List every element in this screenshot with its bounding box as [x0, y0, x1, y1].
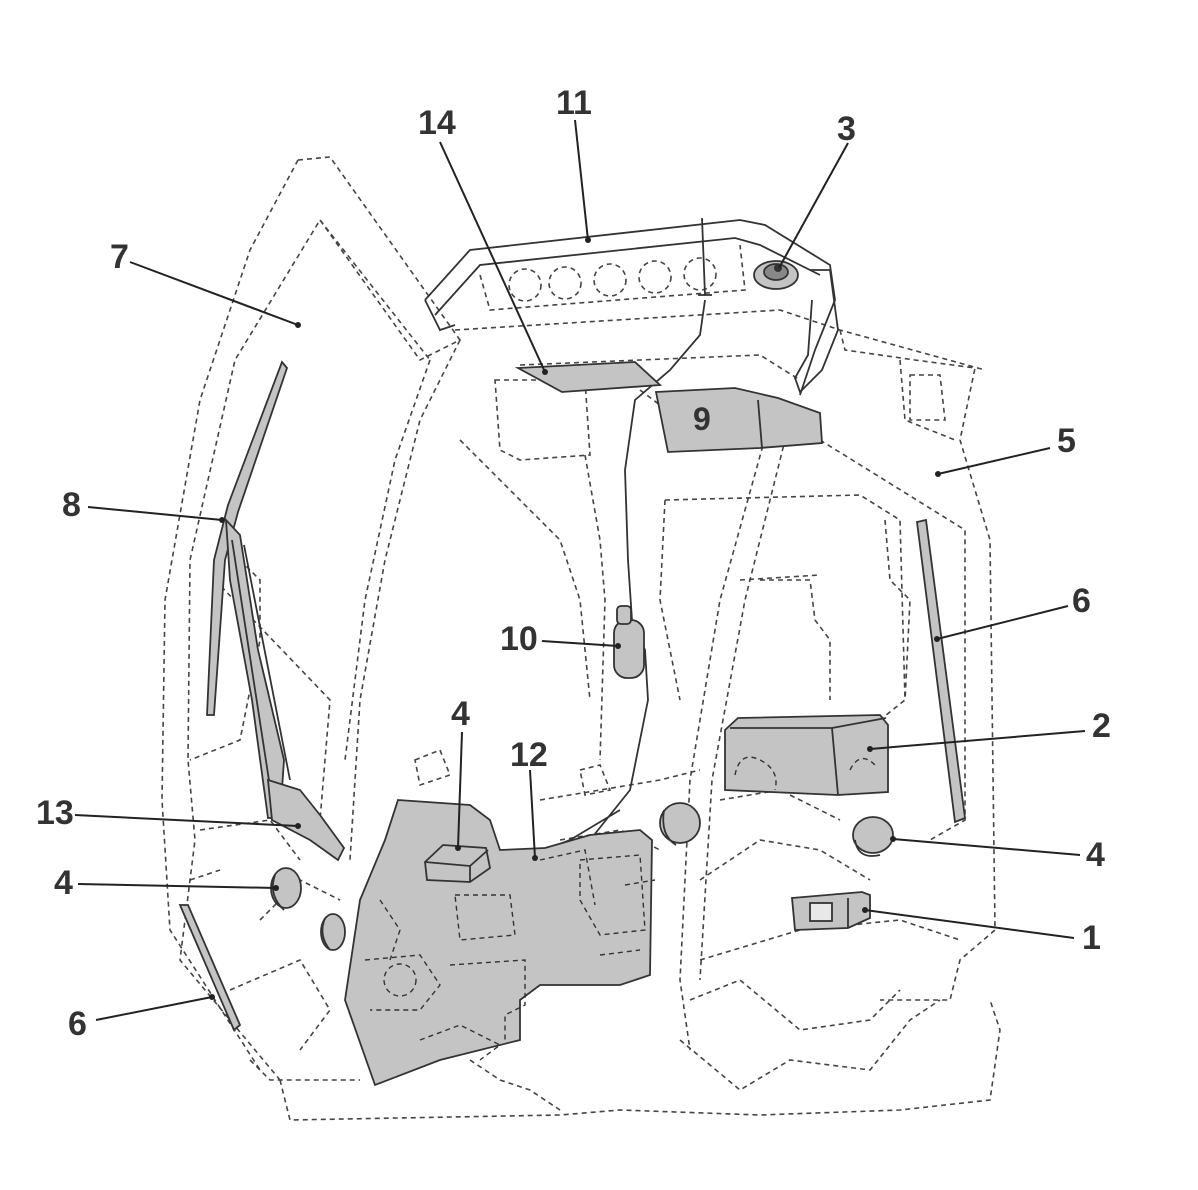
callout-14: 14 — [418, 104, 456, 142]
callout-3: 3 — [837, 110, 856, 148]
callout-labels: 3 11 14 7 5 8 6 10 2 4 12 13 4 4 1 6 9 — [36, 84, 1111, 1043]
callout-13: 13 — [36, 794, 74, 832]
callout-11: 11 — [556, 84, 592, 122]
component-4-knob-left-lower — [320, 913, 346, 951]
callout-4-console: 4 — [451, 695, 470, 733]
light-bar — [424, 217, 839, 396]
callout-4-right: 4 — [1086, 836, 1105, 874]
component-8-wiper — [206, 360, 346, 862]
callout-5: 5 — [1057, 422, 1076, 460]
component-12-console — [344, 799, 656, 1087]
component-4-knob-center — [659, 802, 701, 846]
callout-6-right: 6 — [1072, 582, 1091, 620]
cab-outline — [161, 156, 1001, 1121]
component-4-knob-right — [852, 816, 894, 857]
callout-1: 1 — [1082, 919, 1101, 957]
callout-4-left: 4 — [54, 864, 73, 902]
component-9-box — [654, 387, 823, 453]
callout-8: 8 — [62, 486, 81, 524]
component-13-wiper-motor — [266, 778, 346, 862]
callout-9: 9 — [693, 401, 711, 437]
callout-7: 7 — [110, 238, 129, 276]
component-1-switch — [791, 891, 871, 931]
callout-2: 2 — [1092, 707, 1111, 745]
callout-10: 10 — [500, 620, 538, 658]
component-14-panel — [514, 361, 663, 393]
callout-12: 12 — [510, 736, 548, 774]
callout-6-left: 6 — [68, 1005, 87, 1043]
component-6-strip-left — [178, 904, 242, 1032]
component-10-cylinder — [613, 605, 645, 679]
leader-lines — [74, 119, 1086, 1021]
component-6-strip-right — [916, 518, 966, 824]
component-2-box — [724, 714, 889, 796]
component-3-speaker — [753, 260, 799, 290]
